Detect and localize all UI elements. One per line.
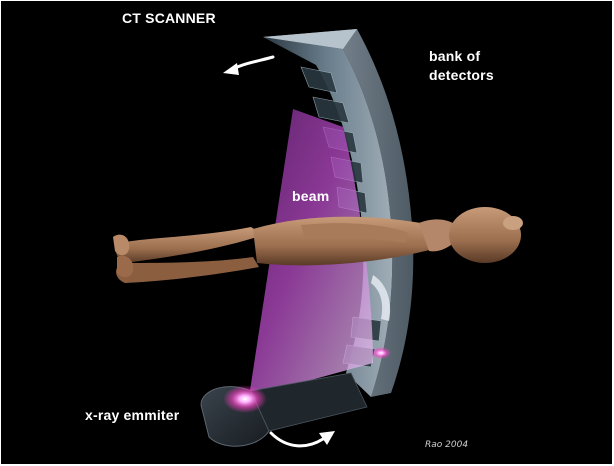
curved-arrow-left-icon: [223, 57, 273, 75]
credit-text: Rao 2004: [425, 440, 468, 450]
detectors-label-line1: bank of: [429, 47, 494, 66]
beam-label: beam: [292, 188, 329, 204]
diagram-title: CT SCANNER: [122, 10, 216, 26]
detectors-label: bank of detectors: [429, 47, 494, 85]
curved-arrow-right-icon: [271, 431, 335, 446]
detectors-label-line2: detectors: [429, 66, 494, 85]
emitter-label: x-ray emmiter: [85, 407, 179, 423]
bright-spot: [371, 347, 391, 359]
